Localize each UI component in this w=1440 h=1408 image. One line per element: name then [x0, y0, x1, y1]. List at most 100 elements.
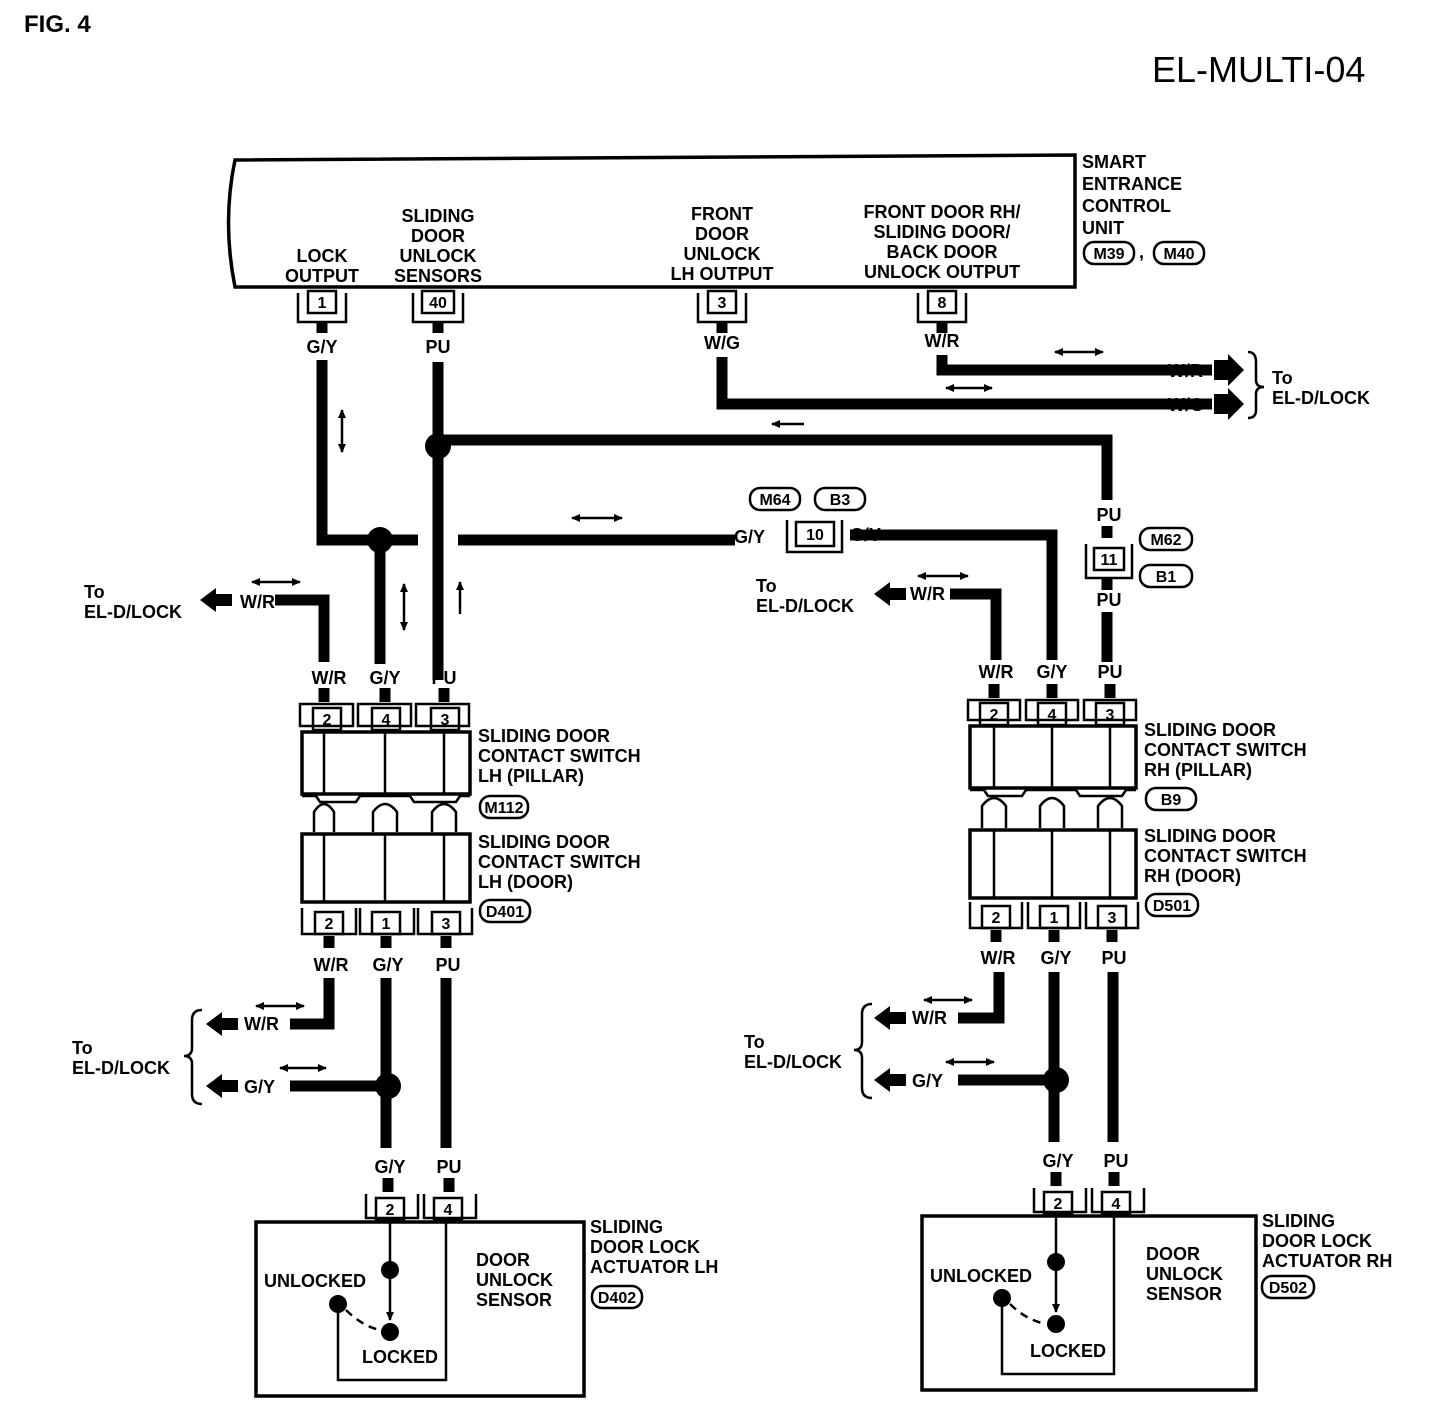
svg-text:2: 2 [323, 712, 332, 729]
wire-color-label: PU [425, 337, 450, 357]
wire-color-label: G/Y [306, 337, 337, 357]
svg-text:SLIDING DOOR: SLIDING DOOR [1144, 720, 1276, 740]
svg-text:10: 10 [806, 527, 824, 544]
svg-text:LOCK: LOCK [297, 246, 348, 266]
svg-text:DOOR: DOOR [411, 226, 465, 246]
svg-text:UNLOCK: UNLOCK [684, 244, 761, 264]
svg-text:To: To [84, 582, 105, 602]
svg-text:3: 3 [442, 916, 451, 933]
svg-text:CONTACT SWITCH: CONTACT SWITCH [478, 746, 641, 766]
svg-text:EL-D/LOCK: EL-D/LOCK [756, 596, 854, 616]
svg-text:4: 4 [1112, 1196, 1121, 1213]
rh-door-title: SLIDING DOOR CONTACT SWITCH RH (DOOR) D5… [1144, 826, 1307, 918]
splice-dot [375, 1073, 401, 1099]
rh-to-eld-lock-bottom: W/R G/Y To EL-D/LOCK [744, 1008, 947, 1091]
wire-color-label: W/R [925, 331, 960, 351]
svg-text:ACTUATOR RH: ACTUATOR RH [1262, 1251, 1392, 1271]
svg-text:3: 3 [1108, 910, 1117, 927]
signal-direction-arrows [251, 348, 1104, 631]
terminal-label-sliding-door-unlock-sensors: SLIDING DOOR UNLOCK SENSORS [394, 206, 482, 286]
svg-text:W/R: W/R [312, 668, 347, 688]
splice-dot [367, 527, 393, 553]
lh-lower-wiring [183, 978, 452, 1148]
svg-text:W/R: W/R [314, 955, 349, 975]
svg-text:SLIDING: SLIDING [590, 1217, 663, 1237]
svg-text:3: 3 [718, 295, 727, 312]
svg-text:D502: D502 [1269, 1280, 1307, 1297]
rh-to-eld-lock-branch: W/R To EL-D/LOCK [756, 576, 1002, 660]
svg-text:G/Y: G/Y [850, 525, 881, 545]
svg-text:SLIDING DOOR: SLIDING DOOR [1144, 826, 1276, 846]
rh-pillar-contact-switch: 2 4 3 [966, 698, 1138, 828]
lh-to-eld-lock-bottom: W/R G/Y To EL-D/LOCK [72, 1014, 279, 1097]
to-eld-lock-top: W/R W/G To EL-D/LOCK [1168, 350, 1370, 420]
svg-text:PU: PU [1097, 662, 1122, 682]
lh-pillar-wire-labels: W/R G/Y PU [312, 668, 457, 702]
rh-door-contact-switch: 2 1 3 [968, 828, 1140, 930]
svg-text:2: 2 [992, 910, 1001, 927]
svg-text:RH (DOOR): RH (DOOR) [1144, 866, 1241, 886]
svg-text:M40: M40 [1163, 246, 1194, 263]
svg-text:PU: PU [1103, 1151, 1128, 1171]
svg-text:W/G: W/G [1168, 395, 1204, 415]
svg-text:M62: M62 [1150, 532, 1181, 549]
svg-text:DOOR: DOOR [695, 224, 749, 244]
svg-text:OUTPUT: OUTPUT [285, 266, 359, 286]
svg-text:D402: D402 [598, 1290, 636, 1307]
svg-text:DOOR: DOOR [476, 1250, 530, 1270]
svg-text:4: 4 [382, 712, 391, 729]
svg-text:SLIDING: SLIDING [1262, 1211, 1335, 1231]
svg-text:40: 40 [429, 295, 447, 312]
svg-text:11: 11 [1101, 552, 1118, 569]
svg-text:CONTACT SWITCH: CONTACT SWITCH [478, 852, 641, 872]
svg-text:PU: PU [436, 1157, 461, 1177]
lh-pillar-contact-switch: 2 4 3 [298, 702, 472, 832]
rh-pillar-title: SLIDING DOOR CONTACT SWITCH RH (PILLAR) … [1144, 720, 1307, 812]
svg-text:To: To [744, 1032, 765, 1052]
svg-text:PU: PU [435, 955, 460, 975]
svg-text:M112: M112 [484, 800, 523, 817]
svg-text:UNIT: UNIT [1082, 218, 1124, 238]
svg-text:EL-D/LOCK: EL-D/LOCK [744, 1052, 842, 1072]
svg-text:CONTROL: CONTROL [1082, 196, 1171, 216]
svg-text:LH (PILLAR): LH (PILLAR) [478, 766, 584, 786]
lh-door-lock-actuator: 2 4 [254, 1194, 586, 1398]
svg-text:G/Y: G/Y [734, 527, 765, 547]
rh-actuator-wire-labels: G/Y PU [1042, 1151, 1129, 1186]
svg-text:UNLOCKED: UNLOCKED [930, 1266, 1032, 1286]
terminal-pin-40: 40 [411, 289, 465, 324]
rh-pillar-wire-labels: W/R G/Y PU [979, 662, 1123, 698]
svg-text:DOOR LOCK: DOOR LOCK [590, 1237, 700, 1257]
terminal-label-front-door-unlock-lh: FRONT DOOR UNLOCK LH OUTPUT [671, 204, 774, 284]
svg-text:SLIDING DOOR: SLIDING DOOR [478, 726, 610, 746]
svg-text:W/R: W/R [910, 584, 945, 604]
svg-text:PU: PU [1096, 590, 1121, 610]
svg-text:SENSOR: SENSOR [476, 1290, 552, 1310]
control-unit-title: SMART ENTRANCE CONTROL UNIT [1082, 152, 1182, 238]
svg-text:G/Y: G/Y [1036, 662, 1067, 682]
svg-text:4: 4 [1048, 707, 1057, 724]
svg-text:2: 2 [325, 916, 334, 933]
svg-text:D501: D501 [1153, 898, 1191, 915]
svg-text:LOCKED: LOCKED [1030, 1341, 1106, 1361]
diagram-code: EL-MULTI-04 [1152, 49, 1365, 90]
svg-text:DOOR LOCK: DOOR LOCK [1262, 1231, 1372, 1251]
svg-text:SLIDING DOOR/: SLIDING DOOR/ [873, 222, 1010, 242]
svg-text:8: 8 [938, 295, 947, 312]
splice-dot [1043, 1067, 1069, 1093]
svg-text:1: 1 [1050, 910, 1059, 927]
svg-text:3: 3 [441, 712, 450, 729]
svg-text:2: 2 [1054, 1196, 1063, 1213]
svg-text:M64: M64 [759, 492, 790, 509]
wiring-upper [316, 323, 1212, 680]
svg-text:EL-D/LOCK: EL-D/LOCK [84, 602, 182, 622]
svg-text:ENTRANCE: ENTRANCE [1082, 174, 1182, 194]
svg-text:W/R: W/R [979, 662, 1014, 682]
svg-text:To: To [72, 1038, 93, 1058]
svg-text:PU: PU [1096, 505, 1121, 525]
svg-text:B9: B9 [1161, 792, 1182, 809]
svg-text:4: 4 [444, 1202, 453, 1219]
svg-text:RH (PILLAR): RH (PILLAR) [1144, 760, 1252, 780]
junction-connector-10: M64 B3 10 G/Y G/Y [734, 486, 881, 554]
